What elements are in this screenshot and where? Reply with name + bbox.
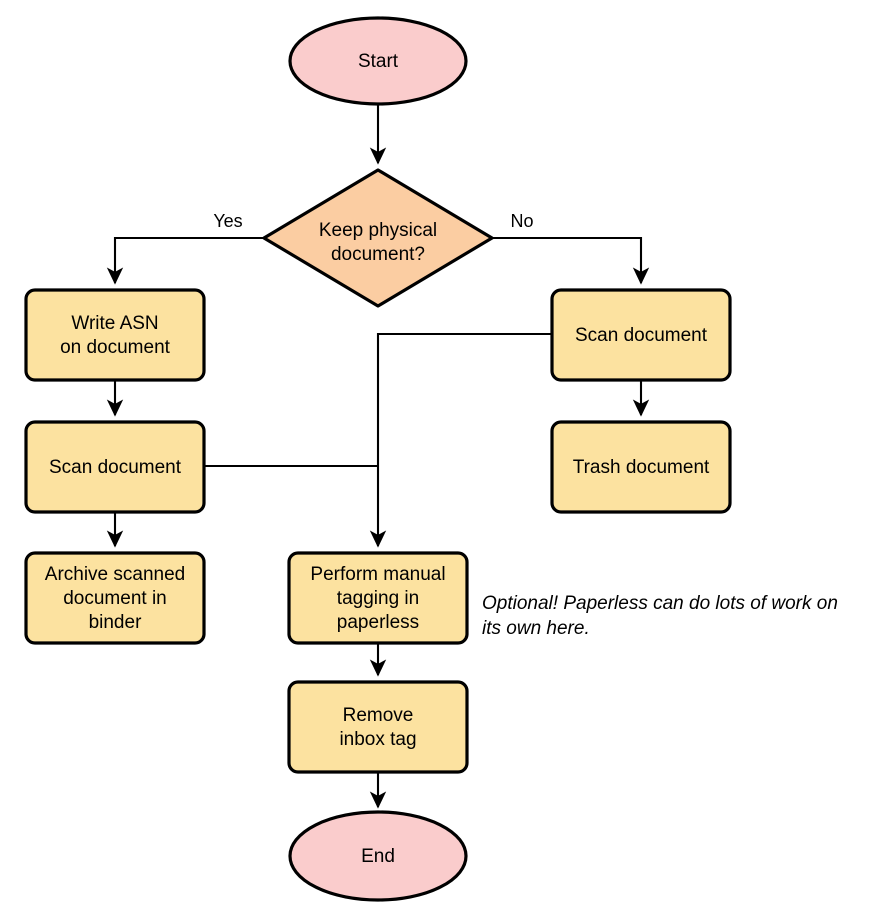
end-label: End [361, 846, 395, 867]
edge-scan-right-to-tagging [369, 332, 552, 548]
edge-layer [106, 105, 650, 809]
archive-label-line2: document in [63, 588, 167, 609]
remove-inbox-tag-label-line2: inbox tag [339, 729, 416, 750]
start-label: Start [358, 51, 399, 72]
scan-document-right-box-shape[interactable] [550, 288, 732, 382]
annotation-note-optional-paperless: Optional! Paperless can do lots of work … [482, 593, 838, 639]
write-asn-label-line1: Write ASN [71, 313, 158, 334]
node-decision-keep-physical-document[interactable]: Keep physical document? [262, 168, 494, 308]
scan-document-left-label: Scan document [49, 457, 182, 478]
note-line-1: Optional! Paperless can do lots of work … [482, 593, 838, 614]
trash-document-label: Trash document [573, 457, 710, 478]
edge-label-yes: Yes [213, 211, 242, 231]
tagging-label-line1: Perform manual [310, 564, 445, 585]
archive-label-line3: binder [89, 612, 142, 633]
node-start[interactable]: Start [288, 16, 468, 106]
end-terminator-shape[interactable] [288, 810, 468, 902]
note-line-2: its own here. [482, 618, 590, 639]
archive-box-shape[interactable] [24, 551, 206, 645]
tagging-label-line3: paperless [337, 612, 419, 633]
node-scan-document-left[interactable]: Scan document [24, 420, 206, 514]
node-perform-manual-tagging-in-paperless[interactable]: Perform manual tagging in paperless [287, 551, 469, 645]
scan-document-left-box-shape[interactable] [24, 420, 206, 514]
node-remove-inbox-tag[interactable]: Remove inbox tag [287, 680, 469, 774]
archive-label-line1: Archive scanned [45, 564, 185, 585]
tagging-label-line2: tagging in [337, 588, 419, 609]
node-scan-document-right[interactable]: Scan document [550, 288, 732, 382]
edge-label-no: No [510, 211, 533, 231]
decision-diamond-shape[interactable] [262, 168, 494, 308]
node-write-asn-on-document[interactable]: Write ASN on document [24, 288, 206, 382]
node-trash-document[interactable]: Trash document [550, 420, 732, 514]
start-terminator-shape[interactable] [288, 16, 468, 106]
remove-inbox-tag-label-line1: Remove [343, 705, 414, 726]
write-asn-box-shape[interactable] [24, 288, 206, 382]
decision-label-line1: Keep physical [319, 220, 437, 241]
node-archive-scanned-document-in-binder[interactable]: Archive scanned document in binder [24, 551, 206, 645]
write-asn-label-line2: on document [60, 337, 171, 358]
tagging-box-shape[interactable] [287, 551, 469, 645]
node-end[interactable]: End [288, 810, 468, 902]
edge-label-layer: Yes No [213, 211, 533, 231]
scan-document-right-label: Scan document [575, 325, 708, 346]
remove-inbox-tag-box-shape[interactable] [287, 680, 469, 774]
trash-document-box-shape[interactable] [550, 420, 732, 514]
edge-decision-no-to-scan-right [490, 236, 650, 285]
edge-decision-yes-to-write-asn [106, 236, 263, 285]
decision-label-line2: document? [331, 244, 425, 265]
